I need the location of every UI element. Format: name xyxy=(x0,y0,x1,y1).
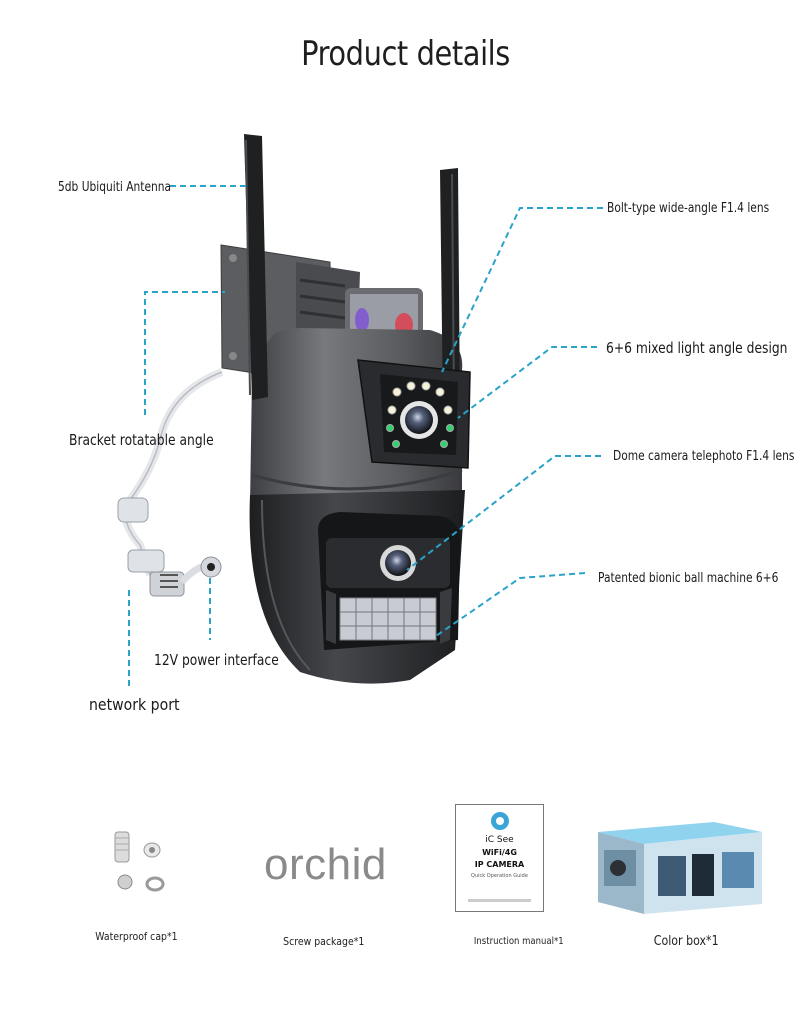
antenna-left xyxy=(244,134,268,400)
bolt-camera-module xyxy=(357,359,471,469)
manual-line2: WiFi/4G xyxy=(482,848,517,857)
manual-subtitle: Quick Operation Guide xyxy=(471,873,528,879)
label-light-design: 6+6 mixed light angle design xyxy=(606,339,788,357)
label-bracket: Bracket rotatable angle xyxy=(69,431,214,449)
caption-waterproof-cap: Waterproof cap*1 xyxy=(95,930,178,943)
caption-screw-package: Screw package*1 xyxy=(283,935,365,948)
manual-line3: IP CAMERA xyxy=(474,860,525,869)
manual-camera-icon xyxy=(491,812,509,830)
page-title: Product details xyxy=(301,34,510,74)
cable xyxy=(117,368,224,597)
waterproof-cap-icon xyxy=(114,831,165,892)
label-antenna: 5db Ubiquiti Antenna xyxy=(58,180,172,195)
callout-lines xyxy=(128,185,603,688)
caption-color-box: Color box*1 xyxy=(653,934,719,949)
label-dome-lens: Dome camera telephoto F1.4 lens xyxy=(613,449,795,464)
color-box-image xyxy=(598,822,762,914)
label-network-port: network port xyxy=(89,695,180,714)
manual-footer-rule xyxy=(468,899,531,902)
antenna-right xyxy=(440,168,460,412)
label-bolt-lens: Bolt-type wide-angle F1.4 lens xyxy=(607,201,770,216)
label-ball-machine: Patented bionic ball machine 6+6 xyxy=(598,571,779,586)
dome-camera-module xyxy=(318,512,460,650)
caption-manual: Instruction manual*1 xyxy=(473,936,564,947)
screw-package-brand: orchid xyxy=(264,840,387,889)
instruction-manual: iC See WiFi/4G IP CAMERA Quick Operation… xyxy=(455,804,544,912)
label-power-interface: 12V power interface xyxy=(154,651,279,669)
manual-app-name: iC See xyxy=(485,835,514,845)
